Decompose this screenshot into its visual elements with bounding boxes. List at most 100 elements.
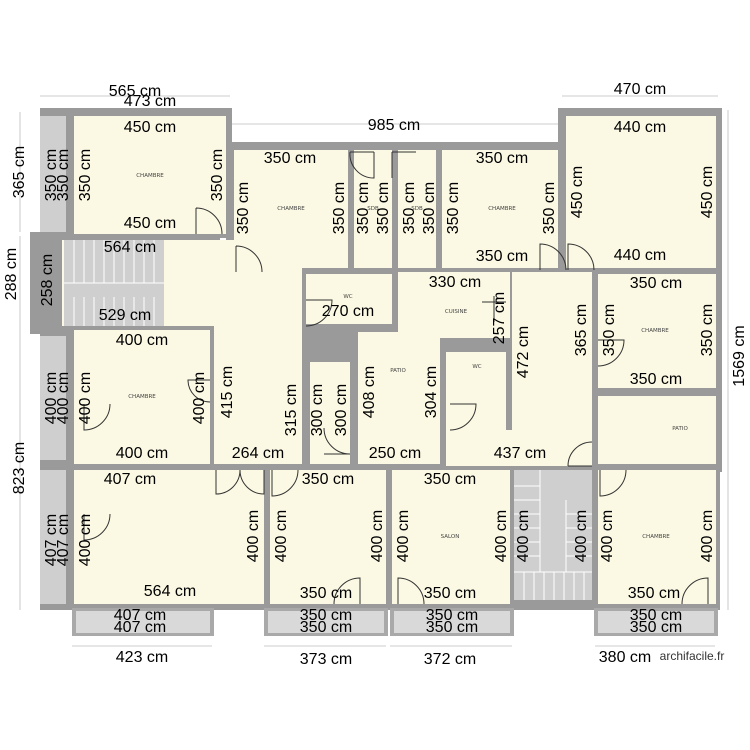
room-chambre-8 — [270, 470, 386, 604]
dimension-label: 350 cm — [401, 182, 418, 234]
room-patio — [358, 332, 440, 464]
dimension-label: 350 cm — [300, 619, 352, 636]
credit: archifacile.fr — [660, 649, 725, 663]
dimension-label: 400 cm — [515, 510, 532, 562]
dimension-label: 350 cm — [426, 607, 478, 624]
dimension-label: 257 cm — [491, 292, 508, 344]
label-chambre-6: CHAMBRE — [128, 394, 156, 400]
dimension-label: 400 cm — [116, 445, 168, 462]
room-chambre-7 — [74, 470, 264, 604]
dimension-label: 300 cm — [333, 384, 350, 436]
label-chambre-9: CHAMBRE — [642, 534, 670, 540]
dimension-label: 415 cm — [219, 366, 236, 418]
room-wc-2 — [446, 352, 506, 430]
doors — [83, 151, 709, 605]
room-chambre-3 — [442, 150, 558, 268]
dim-left-365: 365 cm — [11, 146, 28, 198]
dimension-label: 437 cm — [494, 445, 546, 462]
dimension-label: 440 cm — [614, 247, 666, 264]
dimension-label: 350 cm — [375, 182, 392, 234]
dimension-label: 350 cm — [445, 182, 462, 234]
dimension-label: 350 cm — [300, 585, 352, 602]
dim-top-473: 473 cm — [124, 93, 176, 110]
label-salon: SALON — [441, 534, 460, 540]
dimension-label: 350 cm — [264, 150, 316, 167]
room-lobby — [446, 430, 592, 466]
dimension-label: 400 cm — [273, 510, 290, 562]
dimension-label: 350 cm — [302, 471, 354, 488]
dimension-label: 400 cm — [116, 332, 168, 349]
dimension-label: 350 cm — [77, 149, 94, 201]
dimension-label: 350 cm — [630, 371, 682, 388]
room-chambre-1 — [74, 116, 226, 234]
dimension-label: 407 cm — [114, 619, 166, 636]
dimension-label: 350 cm — [235, 182, 252, 234]
room-sdb-1 — [354, 150, 392, 268]
dim-top-565: 565 cm — [109, 83, 161, 100]
dimension-label: 400 cm — [55, 372, 72, 424]
dimension-label: 529 cm — [99, 307, 151, 324]
dimension-label: 350 cm — [601, 304, 618, 356]
room-cuisine — [398, 272, 510, 338]
dimension-label: 350 cm — [476, 248, 528, 265]
dimension-label: 350 cm — [55, 149, 72, 201]
dimension-label: 350 cm — [630, 275, 682, 292]
dimension-label: 400 cm — [395, 510, 412, 562]
dimension-label: 440 cm — [614, 119, 666, 136]
dimension-label: 450 cm — [699, 166, 716, 218]
room-sdb-2 — [398, 150, 436, 268]
dimension-label: 350 cm — [476, 150, 528, 167]
dim-right-1569: 1569 cm — [731, 325, 748, 386]
room-pantry — [310, 362, 350, 464]
dimension-label: 350 cm — [209, 149, 226, 201]
dimension-label: 270 cm — [322, 303, 374, 320]
dimension-label: 350 cm — [424, 585, 476, 602]
room-wc-1 — [306, 274, 392, 324]
room-chambre-6 — [74, 330, 210, 464]
dimension-label: 408 cm — [361, 366, 378, 418]
dimension-label: 250 cm — [369, 445, 421, 462]
dimension-label: 350 cm — [630, 619, 682, 636]
dimension-label: 564 cm — [104, 239, 156, 256]
dimension-label: 400 cm — [493, 510, 510, 562]
dimension-label: 350 cm — [355, 182, 372, 234]
dim-top-985: 985 cm — [368, 117, 420, 134]
label-chambre-5: CHAMBRE — [641, 328, 669, 334]
dimension-label: 400 cm — [77, 372, 94, 424]
stair-bottom — [514, 470, 592, 600]
label-wc-2: WC — [472, 364, 481, 370]
dimension-label: 304 cm — [423, 366, 440, 418]
dimension-label: 330 cm — [429, 274, 481, 291]
dimension-label: 407 cm — [114, 607, 166, 624]
dimension-label: 350 cm — [630, 607, 682, 624]
dimension-label: 400 cm — [599, 510, 616, 562]
dimension-label: 373 cm — [300, 651, 352, 668]
dimension-label: 350 cm — [426, 619, 478, 636]
room-patio-right — [598, 396, 716, 464]
dimension-label: 407 cm — [55, 514, 72, 566]
dimension-label: 264 cm — [232, 445, 284, 462]
dimension-label: 350 cm — [699, 304, 716, 356]
dim-top-470: 470 cm — [614, 81, 666, 98]
label-sdb-2: SDB — [411, 206, 423, 212]
dimension-label: 350 cm — [421, 182, 438, 234]
dim-left-823: 823 cm — [11, 442, 28, 494]
label-chambre-3: CHAMBRE — [488, 206, 516, 212]
dimension-label: 400 cm — [245, 510, 262, 562]
dimension-label: 407 cm — [43, 514, 60, 566]
label-chambre-1: CHAMBRE — [136, 173, 164, 179]
dimension-label: 400 cm — [191, 372, 208, 424]
dimension-label: 450 cm — [124, 215, 176, 232]
dimension-label: 400 cm — [77, 514, 94, 566]
dimension-label: 400 cm — [369, 510, 386, 562]
dimension-label: 350 cm — [424, 471, 476, 488]
stairs — [40, 116, 592, 600]
dimension-lines — [19, 95, 729, 647]
dimension-label: 258 cm — [39, 254, 56, 306]
dimension-label: 315 cm — [283, 384, 300, 436]
room-labels: CHAMBRE CHAMBRE SDB SDB CHAMBRE WC CUISI… — [128, 173, 688, 540]
dimension-label: 300 cm — [309, 384, 326, 436]
dimension-label: 407 cm — [104, 471, 156, 488]
room-chambre-4 — [566, 116, 716, 268]
